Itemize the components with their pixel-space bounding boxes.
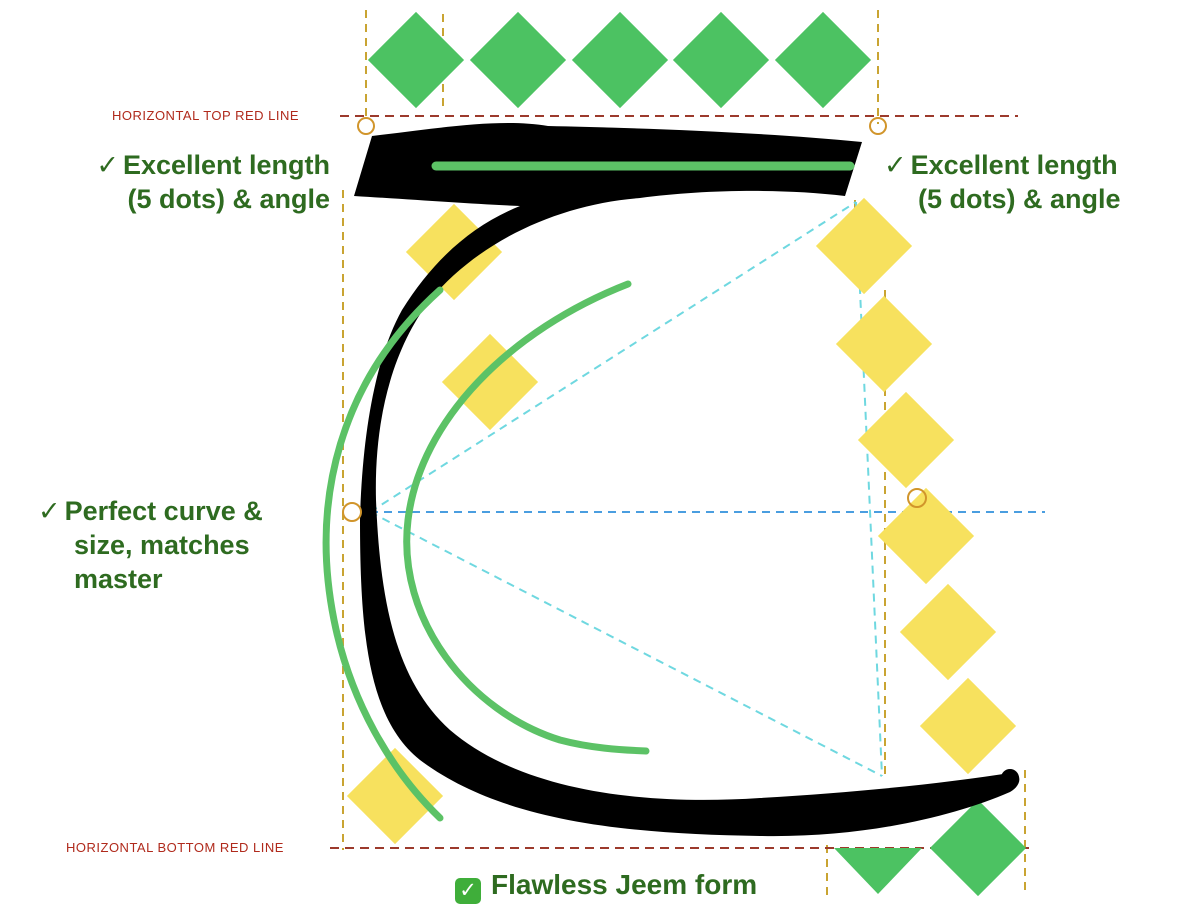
note-flawless-form: ✓ Flawless Jeem form — [455, 868, 835, 904]
stroke-end-dot — [1001, 769, 1019, 787]
top-red-line-label: HORIZONTAL TOP RED LINE — [112, 108, 300, 123]
outer-arc-guide — [322, 286, 444, 822]
marker-curve-right — [907, 488, 927, 508]
note-line: (5 dots) & angle — [918, 184, 1121, 214]
note-line: Excellent length — [122, 150, 330, 180]
yellow-dot — [441, 333, 539, 431]
note-line: size, matches — [74, 530, 250, 560]
note-form-text: Flawless Jeem form — [491, 869, 758, 900]
yellow-dot — [857, 391, 955, 489]
green-dot — [774, 11, 872, 109]
yellow-dot — [899, 583, 997, 681]
top-green-dots — [367, 11, 872, 109]
note-line: (5 dots) & angle — [127, 184, 330, 214]
horizontal-red-guides — [330, 115, 1030, 849]
yellow-dot — [877, 487, 975, 585]
note-line: Perfect curve & — [64, 496, 263, 526]
check-icon: ✓ — [38, 496, 61, 526]
green-dot — [367, 11, 465, 109]
check-icon: ✓ — [884, 150, 907, 180]
note-top-right: ✓Excellent length (5 dots) & angle — [884, 148, 1174, 216]
marker-top-right — [869, 117, 887, 135]
check-icon: ✓ — [96, 150, 119, 180]
inner-arc-guide — [403, 280, 650, 755]
yellow-dot — [919, 677, 1017, 775]
bottom-green-dots — [834, 799, 1027, 897]
jeem-body[interactable] — [354, 123, 1020, 837]
circle-markers — [342, 117, 927, 522]
green-dot — [672, 11, 770, 109]
green-dot — [571, 11, 669, 109]
note-curve: ✓Perfect curve & size, matches master — [38, 494, 328, 596]
note-line: Excellent length — [910, 150, 1118, 180]
upper-diagonal — [369, 201, 857, 513]
yellow-dot — [835, 295, 933, 393]
yellow-dot — [346, 747, 444, 845]
yellow-dot — [815, 197, 913, 295]
right-vertical-diagonal — [855, 201, 883, 777]
marker-curve-left — [342, 502, 362, 522]
note-line: master — [74, 564, 163, 594]
jeem-letter-stroke — [354, 123, 1020, 837]
note-top-left: ✓Excellent length (5 dots) & angle — [62, 148, 330, 216]
checkbox-icon: ✓ — [455, 878, 481, 904]
bottom-red-line-label: HORIZONTAL BOTTOM RED LINE — [66, 840, 284, 855]
lower-diagonal — [369, 511, 883, 777]
marker-top-left — [357, 117, 375, 135]
green-dot-partial — [834, 848, 922, 894]
green-dot — [929, 799, 1027, 897]
green-dot — [469, 11, 567, 109]
green-guide-arcs — [322, 161, 855, 822]
